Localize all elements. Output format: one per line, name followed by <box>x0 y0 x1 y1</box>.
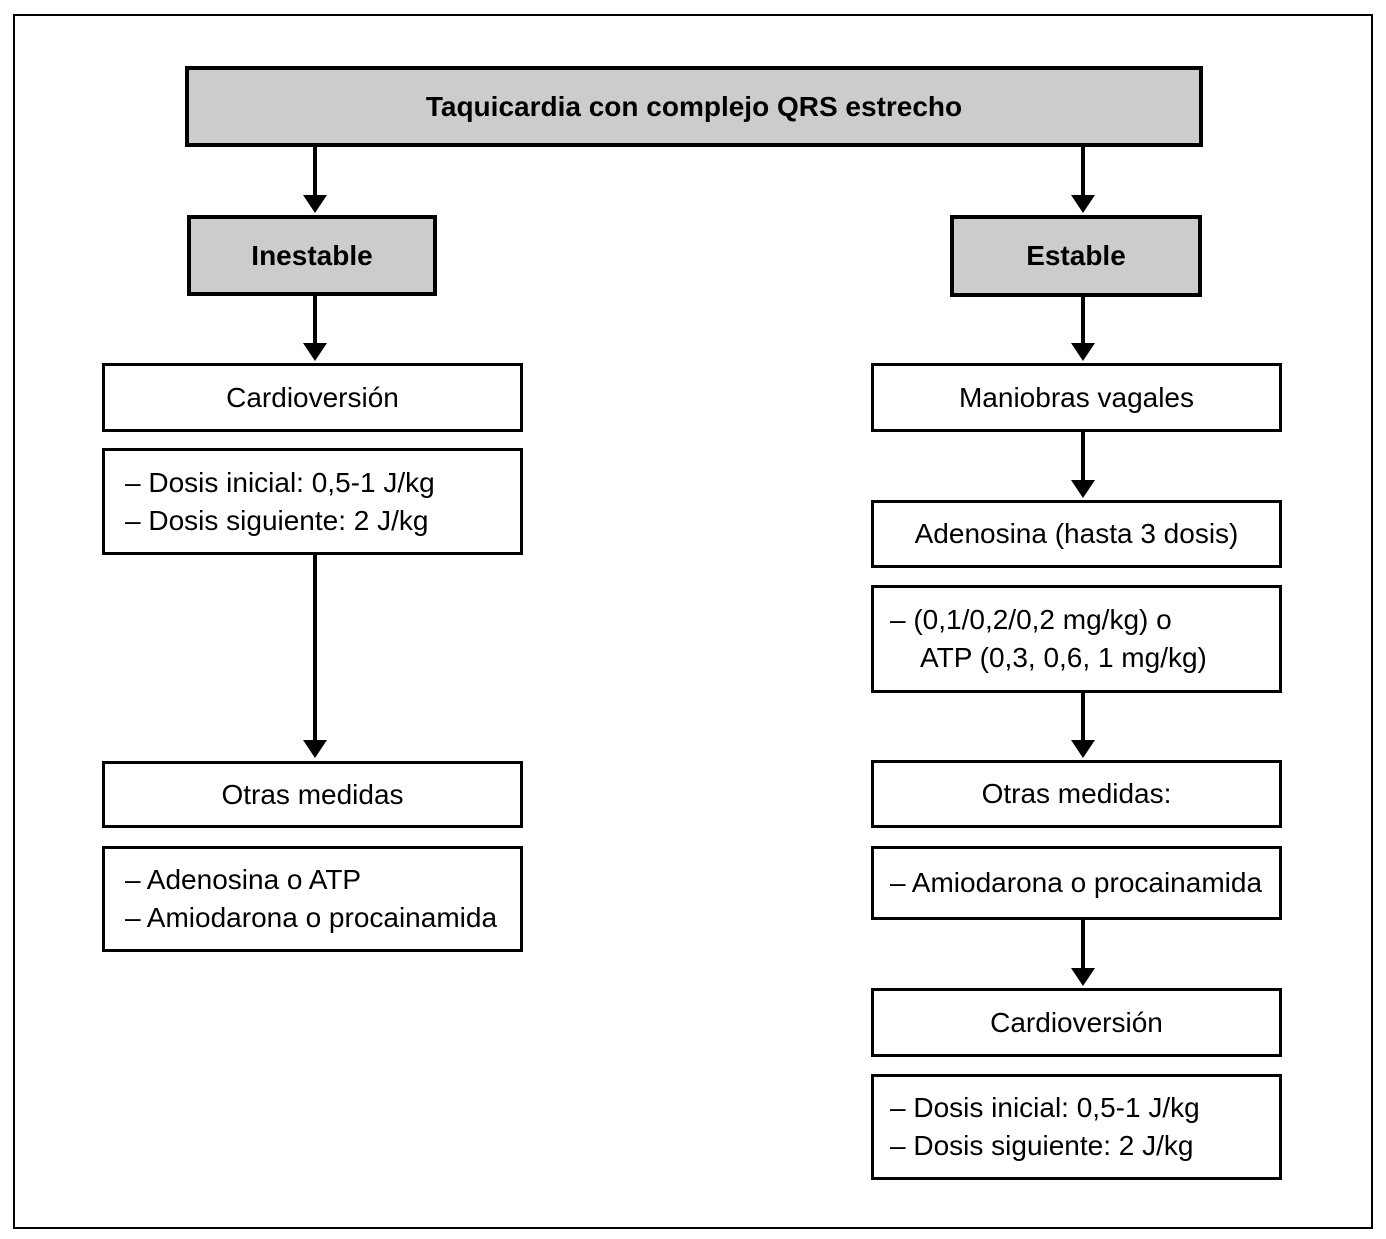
other-measures-label-left: Otras medidas <box>221 778 404 810</box>
cardioversion-label-right: Cardioversión <box>990 1006 1163 1038</box>
arrow-root-to-estable <box>1070 147 1096 213</box>
branch-label-estable: Estable <box>1026 240 1126 271</box>
dose-next-right: – Dosis siguiente: 2 J/kg <box>890 1130 1194 1161</box>
arrowhead-icon <box>303 195 327 213</box>
amiodarona-bullet-right: – Amiodarona o procainamida <box>890 867 1263 898</box>
arrow-shaft <box>313 555 317 745</box>
branch-node-inestable: Inestable <box>187 215 437 296</box>
root-node-tachycardia: Taquicardia con complejo QRS estrecho <box>185 66 1203 147</box>
arrowhead-icon <box>1071 480 1095 498</box>
adenosina-atp-bullet: – Adenosina o ATP <box>125 864 362 895</box>
amiodarone-detail-box-right: – Amiodarona o procainamida <box>871 846 1282 920</box>
arrow-vagal-to-adenosine <box>1070 432 1096 498</box>
branch-label-inestable: Inestable <box>251 239 373 271</box>
arrow-dose-to-other-measures-left <box>302 555 328 758</box>
arrow-amiodarone-to-cardioversion <box>1070 920 1096 986</box>
cardioversion-box-right: Cardioversión <box>871 988 1282 1057</box>
arrow-shaft <box>1081 920 1085 973</box>
arrow-shaft <box>313 147 317 200</box>
other-measures-label-right: Otras medidas: <box>981 778 1172 809</box>
dose-detail-box-left: – Dosis inicial: 0,5-1 J/kg – Dosis sigu… <box>102 448 523 555</box>
dose-initial-right: – Dosis inicial: 0,5-1 J/kg <box>890 1092 1200 1123</box>
adenosine-dose-line1: – (0,1/0,2/0,2 mg/kg) o <box>890 604 1172 635</box>
figure-border <box>13 14 1373 1229</box>
arrow-root-to-inestable <box>302 147 328 213</box>
other-measures-detail-box-left: – Adenosina o ATP – Amiodarona o procain… <box>102 846 523 952</box>
arrowhead-icon <box>1071 195 1095 213</box>
arrow-inestable-to-cardioversion <box>302 296 328 361</box>
adenosine-box: Adenosina (hasta 3 dosis) <box>871 500 1282 568</box>
arrow-shaft <box>1081 297 1085 348</box>
arrowhead-icon <box>1071 343 1095 361</box>
arrow-estable-to-vagal <box>1070 297 1096 361</box>
arrowhead-icon <box>1071 968 1095 986</box>
arrowhead-icon <box>303 343 327 361</box>
dose-initial-left: – Dosis inicial: 0,5-1 J/kg <box>125 466 435 498</box>
adenosine-dose-detail-box: – (0,1/0,2/0,2 mg/kg) o ATP (0,3, 0,6, 1… <box>871 585 1282 693</box>
arrowhead-icon <box>1071 740 1095 758</box>
adenosine-dose-line2: ATP (0,3, 0,6, 1 mg/kg) <box>920 642 1207 673</box>
arrow-adenosine-dose-to-other-measures <box>1070 693 1096 758</box>
dose-detail-box-right: – Dosis inicial: 0,5-1 J/kg – Dosis sigu… <box>871 1074 1282 1180</box>
branch-node-estable: Estable <box>950 215 1202 297</box>
arrow-shaft <box>1081 147 1085 200</box>
other-measures-box-left: Otras medidas <box>102 761 523 828</box>
vagal-maneuvers-label: Maniobras vagales <box>958 381 1195 413</box>
cardioversion-label-left: Cardioversión <box>226 381 399 413</box>
other-measures-box-right: Otras medidas: <box>871 760 1282 828</box>
adenosine-label: Adenosina (hasta 3 dosis) <box>914 518 1239 549</box>
arrow-shaft <box>313 296 317 348</box>
cardioversion-box-left: Cardioversión <box>102 363 523 432</box>
arrowhead-icon <box>303 740 327 758</box>
root-node-label: Taquicardia con complejo QRS estrecho <box>425 90 963 122</box>
amiodarona-bullet-left: – Amiodarona o procainamida <box>125 902 498 933</box>
vagal-maneuvers-box: Maniobras vagales <box>871 363 1282 432</box>
arrow-shaft <box>1081 432 1085 485</box>
arrow-shaft <box>1081 693 1085 745</box>
dose-next-left: – Dosis siguiente: 2 J/kg <box>125 504 429 536</box>
